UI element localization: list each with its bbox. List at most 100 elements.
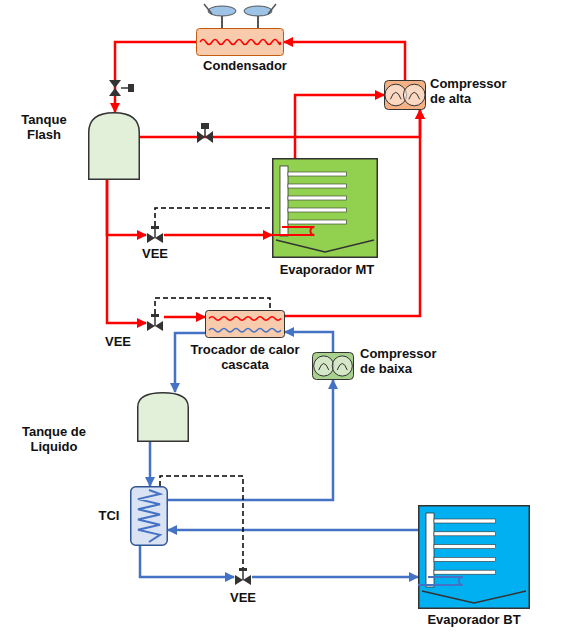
- internal-heat-exchanger-shape: [130, 486, 168, 546]
- refrigerant-pipe: [140, 546, 234, 577]
- component-label: Condensador: [190, 58, 300, 73]
- shape-detail: [403, 84, 425, 106]
- refrigerant-pipe: [164, 316, 205, 319]
- expansion-valve-symbol: [109, 80, 134, 96]
- refrigerant-pipe: [168, 380, 333, 500]
- shape-detail: [209, 328, 281, 332]
- refrigerant-pipe: [175, 333, 205, 392]
- compressor-symbol: Compressor de baixa: [312, 352, 354, 380]
- valve-stem: [204, 128, 206, 137]
- shape-detail: [276, 240, 374, 252]
- component-label: TCI: [92, 508, 126, 523]
- fan-guard: [268, 4, 276, 14]
- expansion-valve: VEE: [146, 314, 164, 332]
- refrigerant-pipe: [140, 110, 420, 137]
- shape-detail: [313, 353, 354, 380]
- component-label: Evaporador BT: [404, 612, 544, 627]
- refrigerant-pipe: [107, 180, 146, 235]
- shape-detail: [434, 557, 496, 561]
- evaporator-unit-shape: [272, 158, 378, 258]
- shape-detail: [151, 314, 159, 317]
- compressor-symbol-shape: [384, 80, 426, 110]
- shape-detail: [418, 577, 463, 585]
- shape-detail: [272, 227, 314, 235]
- shape-detail: [209, 317, 281, 321]
- compressor-symbol-shape: [312, 352, 354, 380]
- fan-blade: [244, 6, 272, 16]
- fan-shaft: [221, 16, 223, 28]
- cascade-heat-exchanger: Trocador de calor cascata: [205, 310, 285, 338]
- shape-detail: [319, 363, 329, 370]
- valve-body: [109, 80, 121, 96]
- shape-detail: [288, 220, 346, 224]
- shape-detail: [200, 40, 280, 45]
- valve-stem: [121, 87, 128, 89]
- component-label: Compressor de alta: [430, 76, 525, 106]
- cascade-heat-exchanger-shape: [205, 310, 285, 338]
- shape-detail: [434, 532, 496, 536]
- component-label: VEE: [224, 590, 262, 605]
- evaporator-unit: Evaporador BT: [418, 505, 530, 609]
- fan-shaft: [257, 16, 259, 28]
- compressor-symbol: Compressor de alta: [384, 80, 426, 110]
- evaporator-unit-shape: [418, 505, 530, 609]
- shape-detail: [89, 113, 140, 180]
- refrigerant-pipe: [107, 180, 146, 323]
- shape-detail: [138, 393, 189, 442]
- component-label: Trocador de calor cascata: [185, 342, 305, 372]
- evaporator-unit: Evaporador MT: [272, 158, 378, 258]
- condenser-unit-shape: [196, 28, 284, 56]
- shape-detail: [426, 513, 434, 587]
- tank-vessel: Tanque Flash: [88, 112, 140, 180]
- shape-detail: [197, 29, 284, 56]
- shape-detail: [314, 356, 334, 376]
- refrigerant-pipe: [149, 442, 152, 486]
- tank-vessel: Tanque de Liquido: [137, 392, 189, 442]
- expansion-valve-shape: [146, 226, 164, 244]
- shape-detail: [131, 487, 168, 546]
- fan-guard: [204, 4, 212, 14]
- shape-detail: [280, 166, 288, 236]
- component-label: Evaporador MT: [262, 262, 392, 277]
- shape-detail: [422, 591, 526, 603]
- refrigerant-pipe: [115, 42, 196, 112]
- shape-detail: [332, 356, 352, 376]
- shape-detail: [434, 519, 496, 523]
- refrigerant-pipe: [164, 234, 272, 237]
- expansion-valve: VEE: [234, 568, 252, 586]
- refrigerant-pipe: [295, 95, 384, 158]
- shape-detail: [288, 196, 346, 200]
- sensing-line: [160, 476, 243, 568]
- shape-detail: [288, 208, 346, 212]
- shape-detail: [390, 92, 401, 99]
- shape-detail: [288, 184, 346, 188]
- flash-gas-valve-symbol: [197, 123, 213, 143]
- condenser-unit: Condensador: [196, 28, 284, 56]
- component-label: Compressor de baixa: [360, 346, 440, 376]
- shape-detail: [419, 506, 530, 609]
- shape-detail: [151, 226, 159, 229]
- shape-detail: [434, 570, 496, 574]
- shape-detail: [239, 568, 247, 571]
- expansion-valve: VEE: [146, 226, 164, 244]
- valve-head: [128, 84, 134, 92]
- component-label: VEE: [98, 334, 138, 349]
- component-label: VEE: [136, 246, 174, 261]
- refrigerant-pipe: [168, 529, 418, 532]
- expansion-valve-shape: [146, 314, 164, 332]
- refrigerant-pipe: [252, 576, 418, 579]
- tank-vessel-shape: [137, 392, 189, 442]
- valve-head: [201, 123, 209, 129]
- refrigerant-pipe: [284, 42, 405, 80]
- fan-blade: [208, 6, 236, 16]
- shape-detail: [273, 159, 378, 258]
- shape-detail: [288, 172, 346, 176]
- shape-detail: [434, 545, 496, 549]
- shape-detail: [138, 490, 160, 542]
- shape-detail: [206, 311, 285, 338]
- sensing-line: [155, 208, 272, 226]
- condenser-fans: [204, 4, 276, 28]
- shape-detail: [409, 92, 420, 99]
- shape-detail: [337, 363, 347, 370]
